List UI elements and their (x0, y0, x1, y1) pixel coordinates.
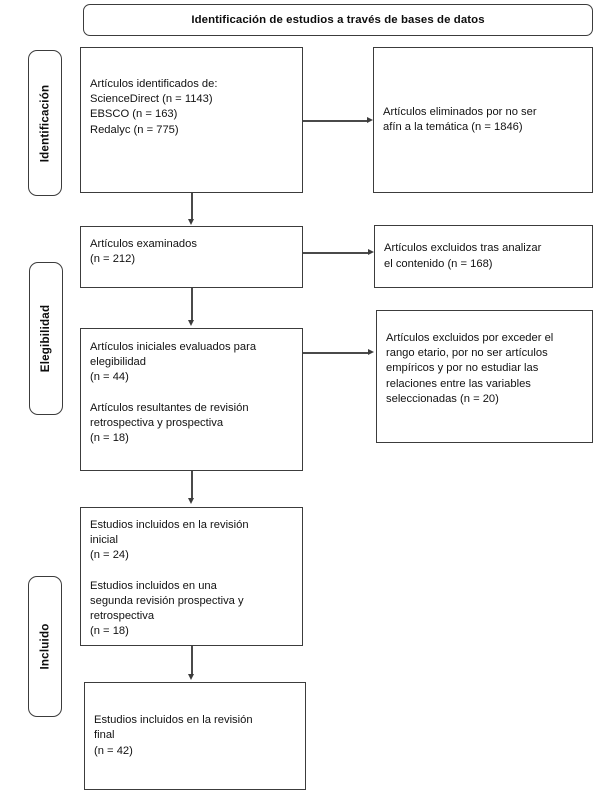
box-screened-records: Artículos examinados (n = 212) (80, 226, 303, 288)
box-included-final: Estudios incluidos en la revisión final … (84, 682, 306, 790)
box-included-initial-text: Estudios incluidos en la revisión inicia… (90, 519, 249, 562)
box-excluded-after-content: Artículos excluidos tras analizar el con… (374, 225, 593, 288)
connector-included-to-final (191, 646, 193, 675)
connector-eligibility-to-included (191, 471, 193, 499)
connector-identified-to-removed (303, 120, 368, 122)
connector-screened-to-excluded (303, 252, 369, 254)
stage-label-incluido-text: Incluido (38, 623, 52, 670)
arrowhead-eligibility-to-excluded (368, 348, 374, 355)
arrowhead-screened-to-excluded (368, 248, 374, 255)
arrowhead-identified-to-removed (367, 116, 373, 123)
arrowhead-eligibility-to-included (188, 498, 194, 504)
stage-label-elegibilidad: Elegibilidad (29, 262, 63, 415)
stage-label-identificacion: Identificación (28, 50, 62, 196)
connector-eligibility-to-excluded (303, 352, 369, 354)
box-included-final-text: Estudios incluidos en la revisión final … (94, 714, 253, 757)
arrowhead-included-to-final (188, 674, 194, 680)
connector-identified-to-screened (191, 193, 193, 220)
box-eligibility-spacer (90, 386, 293, 401)
box-eligibility-assessed: Artículos iniciales evaluados para elegi… (80, 328, 303, 471)
box-identified-records-text: Artículos identificados de: ScienceDirec… (90, 78, 218, 136)
stage-label-incluido: Incluido (28, 576, 62, 717)
box-removed-records-text: Artículos eliminados por no ser afín a l… (383, 105, 537, 133)
box-identified-records: Artículos identificados de: ScienceDirec… (80, 47, 303, 193)
box-removed-records: Artículos eliminados por no ser afín a l… (373, 47, 593, 193)
diagram-title: Identificación de estudios a través de b… (191, 14, 485, 26)
box-included-second-text: Estudios incluidos en una segunda revisi… (90, 579, 244, 638)
box-excluded-criteria-text: Artículos excluidos por exceder el rango… (386, 332, 554, 405)
box-screened-records-text: Artículos examinados (n = 212) (90, 238, 197, 266)
stage-label-elegibilidad-text: Elegibilidad (39, 304, 53, 373)
stage-label-identificacion-text: Identificación (38, 84, 52, 162)
box-included-spacer (90, 564, 293, 579)
box-included-initial: Estudios incluidos en la revisión inicia… (80, 507, 303, 646)
connector-screened-to-eligibility (191, 288, 193, 321)
arrowhead-screened-to-eligibility (188, 320, 194, 326)
box-excluded-after-content-text: Artículos excluidos tras analizar el con… (384, 242, 542, 270)
diagram-title-box: Identificación de estudios a través de b… (83, 4, 593, 36)
arrowhead-identified-to-screened (188, 219, 194, 225)
box-eligibility-assessed-text-retrospective: Artículos resultantes de revisión retros… (90, 401, 249, 445)
box-excluded-criteria: Artículos excluidos por exceder el rango… (376, 310, 593, 443)
box-eligibility-assessed-text-initial: Artículos iniciales evaluados para elegi… (90, 341, 257, 384)
